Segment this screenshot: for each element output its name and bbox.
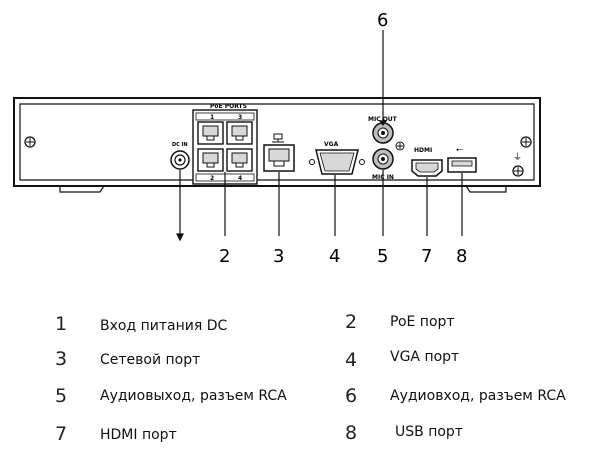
poe-ports-block: PoE PORTS 1 3 2 4: [192, 103, 258, 185]
dc-power-input: DC IN: [170, 142, 190, 170]
legend-text-1: Вход питания DC: [100, 318, 228, 334]
legend-text-7: HDMI порт: [100, 427, 177, 443]
dc-in-label: DC IN: [172, 142, 188, 148]
hdmi-label: HDMI: [414, 147, 432, 154]
poe-port-3: [226, 121, 253, 145]
usb-icon: ⭠: [456, 145, 463, 155]
poe-port-1: [197, 121, 224, 145]
callout-4: 4: [329, 246, 340, 267]
legend: 1 Вход питания DC 2 PoE порт 3 Сетевой п…: [0, 300, 600, 460]
vga-port: VGA: [309, 141, 365, 175]
poe-label-1: 1: [210, 114, 214, 121]
hdmi-port: HDMI: [411, 147, 443, 177]
legend-text-2: PoE порт: [390, 314, 455, 330]
ground-icon: ⏚: [513, 152, 522, 163]
mounting-screw-right: [520, 136, 532, 148]
poe-label-3: 3: [238, 114, 242, 121]
callout-5: 5: [377, 246, 388, 267]
legend-text-6: Аудиовход, разъем RCA: [390, 388, 566, 404]
legend-number-8: 8: [345, 422, 358, 444]
mounting-screw-left: [24, 136, 36, 148]
legend-number-6: 6: [345, 385, 358, 407]
usb-port: ⭠: [447, 145, 477, 173]
callout-3: 3: [273, 246, 284, 267]
callout-7: 7: [421, 246, 432, 267]
legend-text-4: VGA порт: [390, 349, 460, 365]
legend-number-4: 4: [345, 349, 358, 371]
legend-text-3: Сетевой порт: [100, 352, 201, 368]
network-port: [263, 133, 295, 172]
legend-number-3: 3: [55, 348, 68, 370]
network-icon: [272, 133, 284, 143]
ground-terminal: ⏚: [512, 152, 524, 177]
audio-ground-screw: [395, 141, 405, 151]
poe-label-4: 4: [238, 175, 242, 182]
legend-text-5: Аудиовыход, разъем RCA: [100, 388, 287, 404]
poe-label-2: 2: [210, 175, 214, 182]
callout-8: 8: [456, 246, 467, 267]
poe-ports-label: PoE PORTS: [210, 103, 247, 110]
callout-2: 2: [219, 246, 230, 267]
callout-6: 6: [377, 10, 388, 31]
vga-label: VGA: [324, 141, 339, 148]
leader-lines: [176, 30, 463, 242]
legend-number-7: 7: [55, 423, 68, 445]
poe-port-2: [197, 148, 224, 172]
legend-text-8: USB порт: [395, 424, 463, 440]
legend-number-1: 1: [55, 313, 68, 335]
legend-number-5: 5: [55, 385, 68, 407]
rear-panel-diagram: DC IN PoE PORTS 1 3 2 4: [13, 10, 541, 267]
poe-port-4: [226, 148, 253, 172]
legend-number-2: 2: [345, 311, 358, 333]
